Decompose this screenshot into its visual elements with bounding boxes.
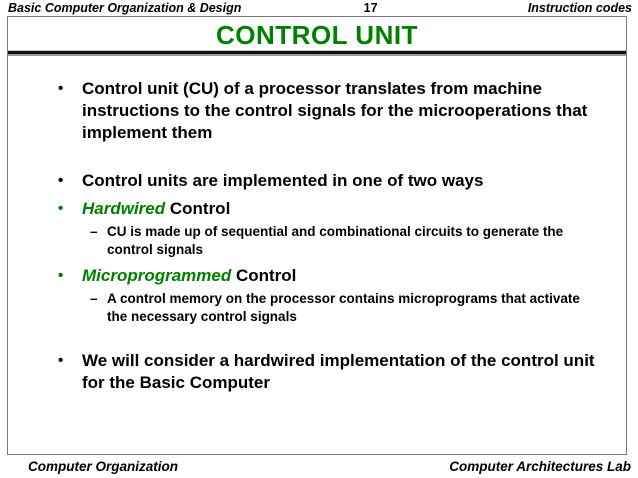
bullet-list: • Control unit (CU) of a processor trans… [8,56,626,394]
slide-header: Basic Computer Organization & Design 17 … [8,1,632,16]
sub-bullet-text: CU is made up of sequential and combinat… [107,224,564,257]
bullet-dot-icon: • [58,267,64,284]
footer-left-text: Computer Organization [28,459,179,474]
bullet-dot-icon: • [58,80,64,97]
header-section-title: Instruction codes [527,1,632,15]
sub-bullet-item: – A control memory on the processor cont… [90,290,600,326]
bullet-rest: Control [165,199,231,218]
slide-body: CONTROL UNIT • Control unit (CU) of a pr… [7,16,627,455]
bullet-text: Control unit (CU) of a processor transla… [82,79,588,142]
bullet-text: Hardwired Control [82,198,230,220]
sub-bullet-text: A control memory on the processor contai… [107,291,580,324]
bullet-text: We will consider a hardwired implementat… [82,351,595,392]
bullet-item: • We will consider a hardwired implement… [58,350,600,394]
bullet-dot-icon: • [58,352,64,369]
bullet-text: Control units are implemented in one of … [82,171,484,190]
bullet-highlight: Hardwired [82,199,166,218]
bullet-item: • Control units are implemented in one o… [58,170,600,192]
bullet-item: • Control unit (CU) of a processor trans… [58,78,600,144]
bullet-item: • Hardwired Control [58,198,600,220]
footer-right-text: Computer Architectures Lab [449,459,631,474]
bullet-highlight: Microprogrammed [82,266,232,285]
header-course-title: Basic Computer Organization & Design [8,1,242,15]
sub-bullet-item: – CU is made up of sequential and combin… [90,223,600,259]
slide-title: CONTROL UNIT [216,20,418,50]
bullet-text: Microprogrammed Control [82,265,296,287]
bullet-dot-icon: • [58,172,64,189]
bullet-dot-icon: • [58,200,64,217]
slide-footer: Computer Organization Computer Architect… [0,459,638,475]
bullet-item: • Microprogrammed Control [58,265,600,287]
dash-icon: – [90,224,98,239]
bullet-rest: Control [231,266,297,285]
dash-icon: – [90,291,98,306]
header-page-number: 17 [363,1,378,15]
title-separator [8,50,626,56]
